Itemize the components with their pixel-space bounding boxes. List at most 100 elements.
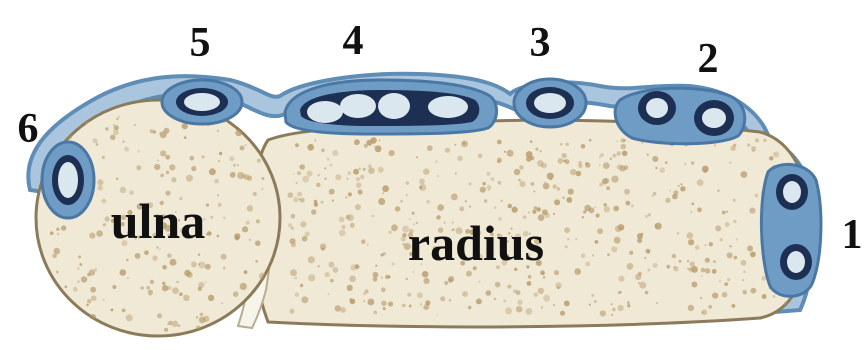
trabecular-speckle <box>620 165 626 171</box>
trabecular-speckle <box>112 285 116 289</box>
trabecular-speckle <box>167 253 172 258</box>
trabecular-speckle <box>424 304 430 310</box>
trabecular-speckle <box>507 150 514 157</box>
trabecular-speckle <box>688 239 694 245</box>
trabecular-speckle <box>497 140 502 145</box>
trabecular-speckle <box>63 305 69 311</box>
trabecular-speckle <box>714 145 716 147</box>
trabecular-speckle <box>379 140 381 142</box>
trabecular-speckle <box>198 254 200 256</box>
trabecular-speckle <box>164 128 170 134</box>
trabecular-speckle <box>618 276 624 282</box>
compartment-4-tendon-sheath <box>285 80 497 134</box>
trabecular-speckle <box>426 200 429 203</box>
trabecular-speckle <box>117 116 119 118</box>
trabecular-speckle <box>368 165 371 168</box>
trabecular-speckle <box>498 181 502 185</box>
trabecular-speckle <box>308 256 315 263</box>
trabecular-speckle <box>373 311 377 315</box>
trabecular-speckle <box>733 199 736 202</box>
trabecular-speckle <box>684 163 687 166</box>
trabecular-speckle <box>359 168 361 170</box>
trabecular-speckle <box>678 185 680 187</box>
trabecular-speckle <box>210 216 213 219</box>
trabecular-speckle <box>183 295 189 301</box>
trabecular-speckle <box>363 168 366 171</box>
trabecular-speckle <box>581 144 586 149</box>
trabecular-speckle <box>705 244 707 246</box>
trabecular-speckle <box>697 207 702 212</box>
trabecular-speckle <box>91 295 97 301</box>
trabecular-speckle <box>692 203 695 206</box>
trabecular-speckle <box>302 296 309 303</box>
trabecular-speckle <box>291 214 296 219</box>
trabecular-speckle <box>712 269 717 274</box>
trabecular-speckle <box>554 199 560 205</box>
trabecular-speckle <box>103 223 106 226</box>
trabecular-speckle <box>419 184 426 191</box>
trabecular-speckle <box>56 294 59 297</box>
trabecular-speckle <box>328 293 330 295</box>
trabecular-speckle <box>296 182 298 184</box>
trabecular-speckle <box>318 174 320 176</box>
trabecular-speckle <box>449 299 452 302</box>
trabecular-speckle <box>558 158 564 164</box>
trabecular-speckle <box>653 192 657 196</box>
trabecular-speckle <box>708 305 712 309</box>
trabecular-speckle <box>576 171 582 177</box>
trabecular-speckle <box>732 304 736 308</box>
trabecular-speckle <box>388 302 393 307</box>
trabecular-speckle <box>621 138 625 142</box>
trabecular-speckle <box>669 190 671 192</box>
trabecular-speckle <box>171 177 176 182</box>
trabecular-speckle <box>541 163 547 169</box>
trabecular-speckle <box>531 182 535 186</box>
trabecular-speckle <box>291 227 294 230</box>
trabecular-speckle <box>373 146 375 148</box>
trabecular-speckle <box>612 154 616 158</box>
trabecular-speckle <box>368 299 375 306</box>
trabecular-speckle <box>120 269 127 276</box>
trabecular-speckle <box>87 299 91 303</box>
trabecular-speckle <box>237 172 244 179</box>
trabecular-speckle <box>219 152 222 155</box>
compartment-5-label: 5 <box>190 20 211 66</box>
trabecular-speckle <box>655 223 662 230</box>
trabecular-speckle <box>553 184 557 188</box>
trabecular-speckle <box>48 296 55 303</box>
trabecular-speckle <box>600 153 604 157</box>
trabecular-speckle <box>705 268 710 273</box>
trabecular-speckle <box>392 263 395 266</box>
trabecular-speckle <box>363 300 365 302</box>
trabecular-speckle <box>530 140 533 143</box>
trabecular-speckle <box>255 260 258 263</box>
trabecular-speckle <box>56 271 59 274</box>
trabecular-speckle <box>494 206 497 209</box>
trabecular-speckle <box>190 156 195 161</box>
trabecular-speckle <box>644 257 646 259</box>
trabecular-speckle <box>406 181 410 185</box>
trabecular-speckle <box>501 200 503 202</box>
trabecular-speckle <box>702 311 704 313</box>
trabecular-speckle <box>261 188 263 190</box>
trabecular-speckle <box>763 139 766 142</box>
trabecular-speckle <box>302 236 308 242</box>
trabecular-speckle <box>81 276 87 282</box>
trabecular-speckle <box>646 249 651 254</box>
trabecular-speckle <box>233 291 239 297</box>
trabecular-speckle <box>437 175 439 177</box>
trabecular-speckle <box>116 178 119 181</box>
trabecular-speckle <box>391 224 398 231</box>
trabecular-speckle <box>597 228 603 234</box>
trabecular-speckle <box>52 254 57 259</box>
trabecular-speckle <box>566 197 572 203</box>
trabecular-speckle <box>389 150 395 156</box>
trabecular-speckle <box>459 207 464 212</box>
trabecular-speckle <box>196 316 198 318</box>
trabecular-speckle <box>308 274 315 281</box>
trabecular-speckle <box>162 282 165 285</box>
trabecular-speckle <box>505 307 512 314</box>
trabecular-speckle <box>246 221 250 225</box>
trabecular-speckle <box>534 293 538 297</box>
